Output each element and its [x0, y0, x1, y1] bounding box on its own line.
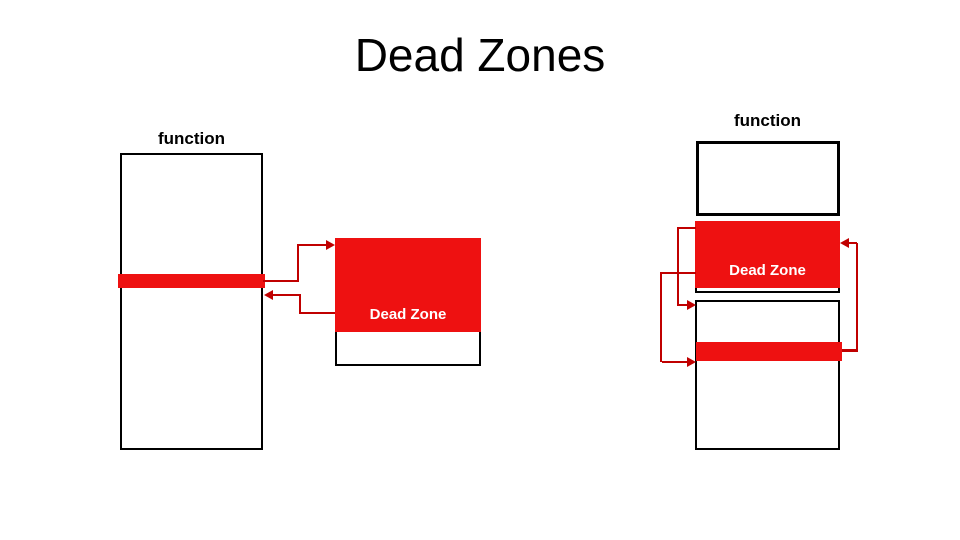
line-segment: [297, 244, 299, 282]
slide-title: Dead Zones: [354, 29, 606, 81]
line-segment: [856, 243, 858, 352]
line-segment: [661, 272, 696, 274]
arrowhead-right-icon: [687, 300, 696, 310]
arrowhead-right-icon: [326, 240, 335, 250]
line-segment: [273, 294, 299, 296]
right-function-box-bottom: [695, 300, 840, 450]
arrowhead-right-icon: [687, 357, 696, 367]
right-dead-zone-box: Dead Zone: [695, 221, 840, 288]
right-dead-zone-band: [696, 342, 842, 361]
line-segment: [299, 294, 301, 314]
right-dead-zone-label: Dead Zone: [729, 262, 806, 279]
left-function-label: function: [157, 129, 226, 148]
right-function-box-top: [696, 141, 840, 216]
arrowhead-left-icon: [264, 290, 273, 300]
arrowhead-left-icon: [840, 238, 849, 248]
middle-dead-zone-box: Dead Zone: [335, 238, 481, 332]
line-segment: [660, 272, 662, 362]
line-segment: [677, 227, 679, 306]
middle-dead-zone-label: Dead Zone: [369, 306, 447, 323]
line-segment: [679, 304, 687, 306]
left-dead-zone-band: [118, 274, 265, 288]
line-segment: [263, 280, 299, 282]
line-segment: [842, 349, 858, 352]
line-segment: [678, 227, 696, 229]
line-segment: [301, 312, 335, 314]
line-segment: [662, 361, 687, 363]
line-segment: [299, 244, 326, 246]
right-function-label: function: [733, 111, 802, 130]
line-segment: [849, 242, 857, 244]
left-function-box: [120, 153, 263, 450]
